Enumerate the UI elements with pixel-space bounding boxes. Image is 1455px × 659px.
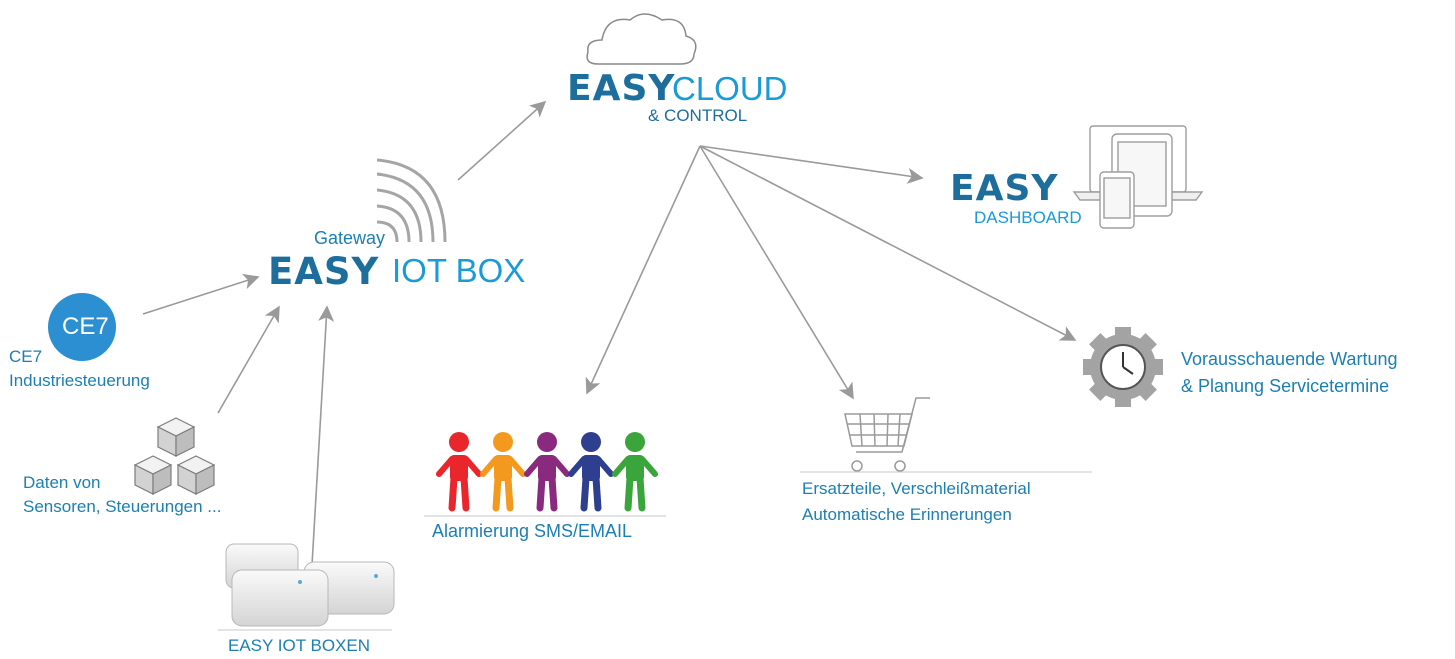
arrow-cloud-to-parts bbox=[699, 145, 854, 400]
cubes-icon bbox=[133, 417, 216, 495]
parts-label-line1: Ersatzteile, Verschleißmaterial bbox=[802, 479, 1031, 498]
ce7-label-line2: Industriesteuerung bbox=[9, 371, 150, 390]
devices-icon bbox=[1072, 125, 1204, 229]
cloud-subtitle: & CONTROL bbox=[648, 106, 748, 125]
ce7-badge-label: CE7 bbox=[62, 313, 109, 340]
dashboard-brand-easy: EASY bbox=[950, 168, 1059, 209]
ce7-label-line1: CE7 bbox=[9, 347, 43, 366]
maintenance-label-line2: & Planung Servicetermine bbox=[1181, 376, 1390, 396]
cloud-icon bbox=[586, 13, 697, 65]
boxes-label: EASY IOT BOXEN bbox=[228, 636, 371, 655]
alarm-label: Alarmierung SMS/EMAIL bbox=[432, 521, 633, 541]
person-figure bbox=[436, 432, 482, 512]
gear-clock-icon bbox=[1083, 327, 1163, 407]
arrow-gateway-to-cloud bbox=[457, 100, 547, 181]
arrow-cloud-to-dashboard bbox=[699, 145, 924, 184]
shopping-cart-icon bbox=[844, 397, 930, 472]
sensors-label-line2: Sensoren, Steuerungen ... bbox=[23, 497, 222, 516]
sensors-label-line1: Daten von bbox=[23, 473, 101, 492]
person-figure bbox=[568, 432, 614, 512]
arrow-cloud-to-alarm bbox=[585, 145, 701, 395]
gateway-brand-product: IOT BOX bbox=[392, 252, 526, 289]
person-figure bbox=[612, 432, 658, 512]
parts-label-line2: Automatische Erinnerungen bbox=[802, 505, 1012, 524]
arrow-sensors-to-gateway bbox=[217, 305, 280, 414]
person-figure bbox=[524, 432, 570, 512]
arrow-boxes-to-gateway bbox=[311, 305, 335, 566]
arrow-cloud-to-maintenance bbox=[699, 145, 1077, 341]
person-figure bbox=[480, 432, 526, 512]
cloud-brand-product: CLOUD bbox=[672, 70, 788, 107]
arrows bbox=[142, 100, 1077, 566]
arrow-ce7-to-gateway bbox=[142, 273, 260, 315]
ce7-badge bbox=[48, 293, 116, 361]
people-group bbox=[436, 432, 658, 512]
maintenance-label-line1: Vorausschauende Wartung bbox=[1181, 349, 1398, 369]
dashboard-brand-product: DASHBOARD bbox=[974, 208, 1082, 227]
cloud-brand-easy: EASY bbox=[567, 68, 676, 109]
wifi-signal-icon bbox=[376, 158, 447, 243]
gateway-label: Gateway bbox=[314, 228, 386, 248]
iot-boxes-image bbox=[225, 543, 395, 627]
gateway-brand-easy: EASY bbox=[268, 250, 380, 293]
